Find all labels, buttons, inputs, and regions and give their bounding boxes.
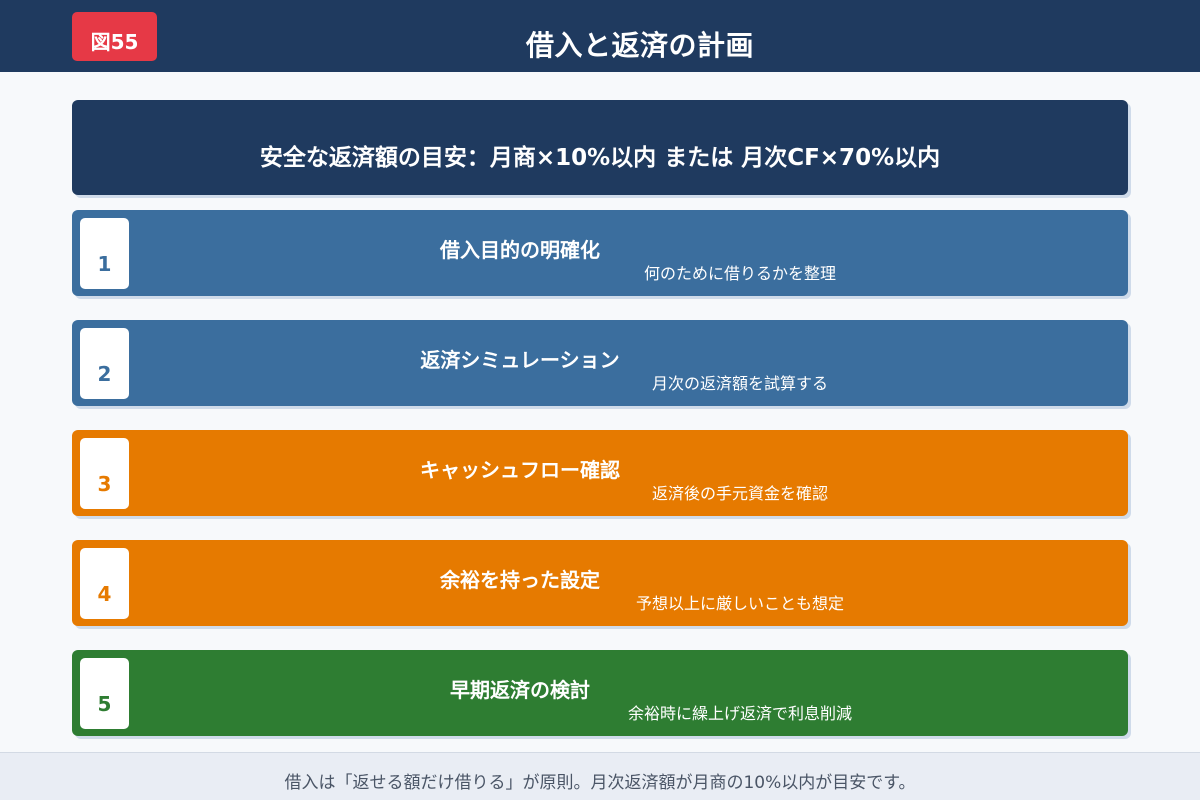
step-subtitle: 月次の返済額を試算する xyxy=(651,374,828,393)
step-card-4: 4 余裕を持った設定 予想以上に厳しいことも想定 xyxy=(72,540,1128,626)
step-card-1: 1 借入目的の明確化 何のために借りるかを整理 xyxy=(72,210,1128,296)
step-number: 4 xyxy=(80,548,129,619)
step-number: 3 xyxy=(80,438,129,509)
step-card-3: 3 キャッシュフロー確認 返済後の手元資金を確認 xyxy=(72,430,1128,516)
step-subtitle: 返済後の手元資金を確認 xyxy=(651,484,828,503)
header-bar: 図55 xyxy=(0,0,1200,72)
step-card-2: 2 返済シミュレーション 月次の返済額を試算する xyxy=(72,320,1128,406)
step-card-5: 5 早期返済の検討 余裕時に繰上げ返済で利息削減 xyxy=(72,650,1128,736)
figure-badge: 図55 xyxy=(72,12,157,61)
step-subtitle: 予想以上に厳しいことも想定 xyxy=(635,594,844,613)
step-number: 2 xyxy=(80,328,129,399)
guideline-banner: 安全な返済額の目安：月商×10%以内 または 月次CF×70%以内 xyxy=(72,100,1128,195)
step-title: 早期返済の検討 xyxy=(450,678,590,702)
page-title: 借入と返済の計画 xyxy=(525,29,754,62)
step-number: 5 xyxy=(80,658,129,729)
step-number: 1 xyxy=(80,218,129,289)
step-subtitle: 何のために借りるかを整理 xyxy=(643,264,836,283)
step-title: 返済シミュレーション xyxy=(420,348,620,372)
step-subtitle: 余裕時に繰上げ返済で利息削減 xyxy=(627,704,852,723)
step-title: 余裕を持った設定 xyxy=(440,568,600,592)
footer-note: 借入は「返せる額だけ借りる」が原則。月次返済額が月商の10%以内が目安です。 xyxy=(0,752,1200,800)
step-title: 借入目的の明確化 xyxy=(440,238,600,262)
step-title: キャッシュフロー確認 xyxy=(420,458,620,482)
